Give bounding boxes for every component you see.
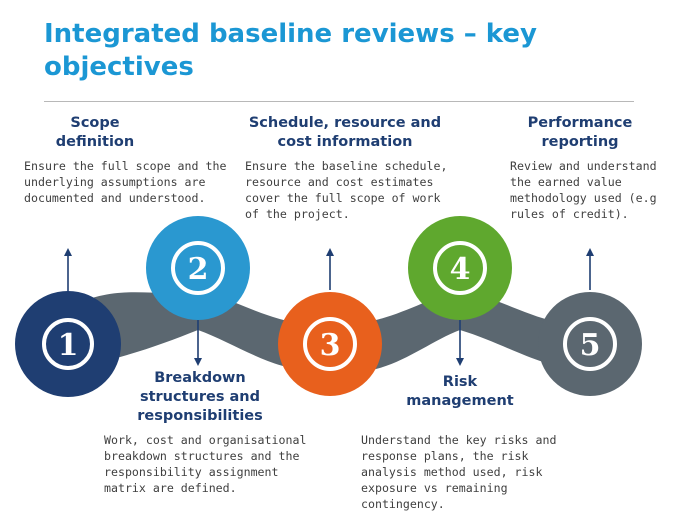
step-1-description: Ensure the full scope and the underlying… [24,159,227,205]
step-5-number: 5 [580,328,601,363]
step-2-heading: Breakdown structures and responsibilitie… [137,370,263,424]
step-3-number: 3 [320,328,341,363]
step-5-heading: Performance reporting [527,115,633,150]
step-4-number: 4 [450,252,471,287]
step-2-circle: 2 [146,216,250,320]
step-1-circle: 1 [15,291,121,397]
step-1-arrowhead [64,248,72,256]
step-3-arrowhead [326,248,334,256]
step-3-description: Ensure the baseline schedule, resource a… [245,159,448,221]
step-4-description: Understand the key risks and response pl… [361,433,557,511]
step-1-number: 1 [58,328,79,363]
step-5-description: Review and understand the earned value m… [510,159,657,221]
title-divider [44,101,634,102]
step-2-description: Work, cost and organisational breakdown … [104,433,307,495]
step-4-arrowhead [456,358,464,366]
step-3-circle: 3 [278,292,382,396]
page-title: Integrated baseline reviews – key object… [44,19,537,82]
step-5-circle: 5 [538,292,642,396]
step-3-heading: Schedule, resource and cost information [248,115,442,150]
step-4-circle: 4 [408,216,512,320]
step-2-number: 2 [188,252,209,287]
step-2-arrowhead [194,358,202,366]
step-5-arrowhead [586,248,594,256]
step-1-heading: Scope definition [55,115,135,150]
step-4-heading: Risk management [406,374,514,409]
